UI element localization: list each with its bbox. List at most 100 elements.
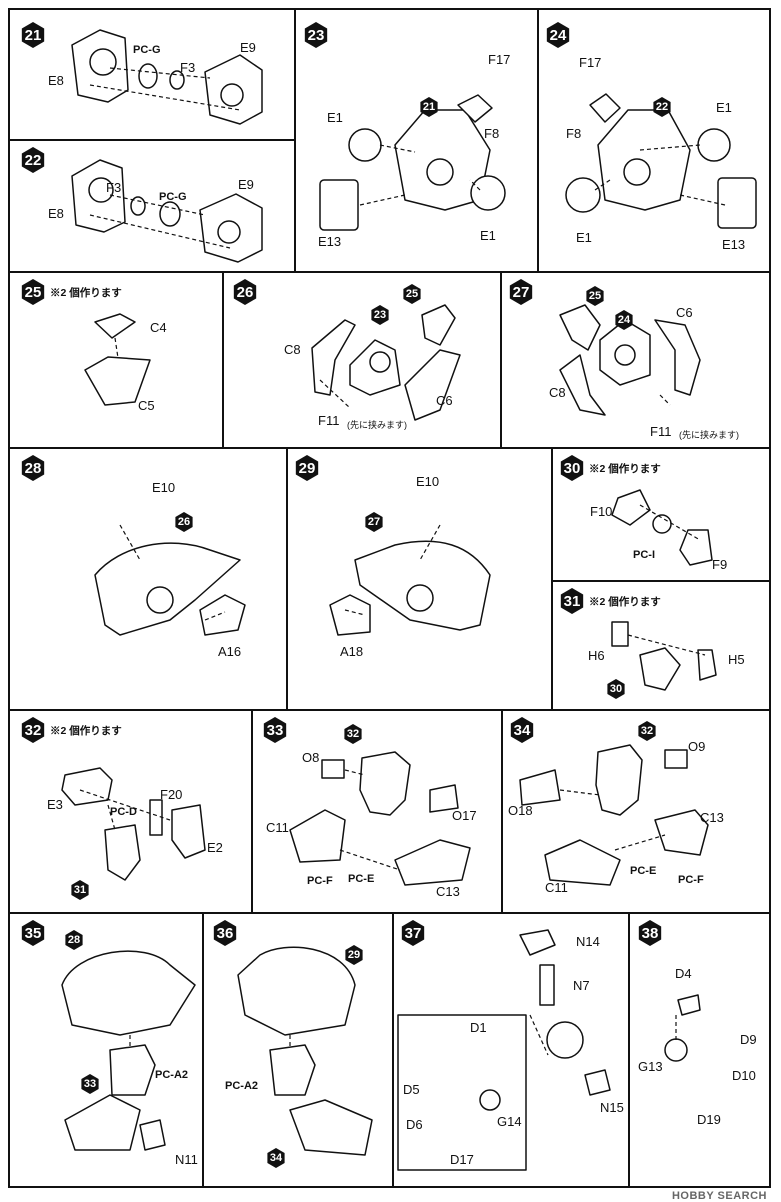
part-label: PC-I [633, 549, 655, 561]
step-21: 21 [20, 22, 50, 48]
part-label: F3 [106, 180, 122, 195]
part-label: E10 [152, 480, 176, 495]
part-label: E9 [238, 177, 254, 192]
divider [286, 447, 288, 709]
part-label: H5 [728, 652, 745, 667]
part-label: N11 [175, 1152, 198, 1167]
part-label: PC-A2 [155, 1069, 189, 1081]
step-32: 32※2 個作ります [20, 717, 122, 743]
divider [294, 9, 296, 271]
part-label: D5 [403, 1082, 420, 1097]
part-label: E1 [576, 230, 592, 245]
ref-badge: 21 [420, 97, 438, 117]
divider [251, 709, 253, 912]
divider [501, 709, 503, 912]
part-label: C13 [436, 884, 460, 899]
part-label: E13 [722, 237, 746, 252]
divider [537, 9, 539, 271]
part-label: A18 [340, 644, 364, 659]
divider [551, 580, 771, 582]
part-label: G14 [497, 1114, 522, 1129]
part-label: E10 [416, 474, 440, 489]
part-label: E8 [48, 206, 64, 221]
part-label: E8 [48, 73, 64, 88]
step-37: 37 [400, 920, 430, 946]
part-label: D10 [732, 1068, 756, 1083]
divider [222, 271, 224, 447]
step-26: 26 [232, 279, 262, 305]
part-label: C8 [284, 342, 301, 357]
step-36: 36 [212, 920, 242, 946]
watermark: HOBBY SEARCH [671, 1190, 767, 1202]
step-34: 34 [509, 717, 539, 743]
step-29: 29 [294, 455, 324, 481]
divider [551, 447, 553, 709]
step-25: 25※2 個作ります [20, 279, 122, 305]
part-label: E1 [480, 228, 496, 243]
part-label: PC-A2 [225, 1080, 259, 1092]
part-label: PC-E [348, 873, 375, 885]
step-35: 35 [20, 920, 50, 946]
divider [392, 912, 394, 1188]
part-label: F17 [488, 52, 511, 67]
part-label: PC-E [630, 865, 657, 877]
step-27: 27 [508, 279, 538, 305]
part-label: F8 [484, 126, 500, 141]
ref-badge: 29 [345, 945, 363, 965]
part-label: F17 [579, 55, 602, 70]
part-label: O9 [688, 739, 706, 754]
part-label: PC-G [133, 44, 161, 56]
insert-first-note: (先に挟みます) [347, 420, 407, 430]
part-label: H6 [588, 648, 605, 663]
ref-badge: 28 [65, 930, 83, 950]
divider [202, 912, 204, 1188]
part-label: C8 [549, 385, 566, 400]
ref-badge: 34 [267, 1148, 285, 1168]
ref-badge: 23 [371, 305, 389, 325]
part-label: C11 [545, 880, 568, 895]
step-24: 24 [545, 22, 575, 48]
part-label: C5 [138, 398, 155, 413]
part-label: C11 [266, 820, 289, 835]
step-22: 22 [20, 147, 50, 173]
part-label: C4 [150, 320, 167, 335]
ref-badge: 32 [344, 724, 362, 744]
part-label: E1 [327, 110, 343, 125]
ref-badge: 27 [365, 512, 383, 532]
divider [9, 447, 771, 449]
ref-badge: 32 [638, 721, 656, 741]
part-label: D9 [740, 1032, 757, 1047]
part-label: C6 [436, 393, 453, 408]
part-label: F3 [180, 60, 196, 75]
part-label: O18 [508, 803, 533, 818]
part-label: N15 [600, 1100, 624, 1115]
ref-badge: 24 [615, 310, 633, 330]
part-label: E3 [47, 797, 63, 812]
part-label: PC-F [307, 875, 333, 887]
part-label: E1 [716, 100, 732, 115]
part-label: E9 [240, 40, 256, 55]
part-label: G13 [638, 1059, 663, 1074]
part-label: C13 [700, 810, 724, 825]
ref-badge: 25 [403, 284, 421, 304]
ref-badge: 30 [607, 679, 625, 699]
divider [500, 271, 502, 447]
ref-badge: 22 [653, 97, 671, 117]
ref-badge: 33 [81, 1074, 99, 1094]
part-label: D17 [450, 1152, 474, 1167]
part-label: D19 [697, 1112, 721, 1127]
part-label: E2 [207, 840, 223, 855]
part-label: N14 [576, 934, 600, 949]
part-label: PC-D [110, 806, 137, 818]
part-label: F8 [566, 126, 582, 141]
part-label: C6 [676, 305, 693, 320]
part-label: F10 [590, 504, 613, 519]
part-label: O17 [452, 808, 477, 823]
step-33: 33 [262, 717, 292, 743]
part-label: F20 [160, 787, 183, 802]
part-label: PC-G [159, 191, 187, 203]
ref-badge: 26 [175, 512, 193, 532]
step-30: 30※2 個作ります [559, 455, 661, 481]
